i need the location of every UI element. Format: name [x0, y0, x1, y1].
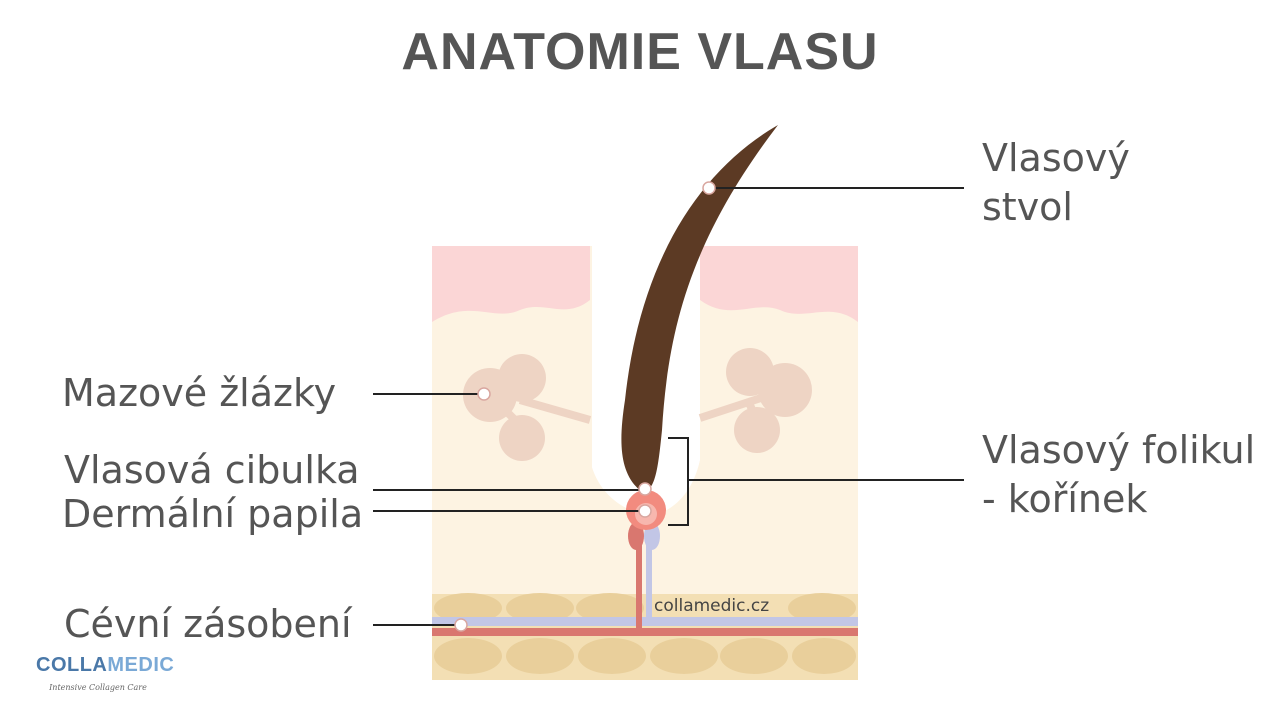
label-bulb: Vlasová cibulka [64, 448, 360, 492]
brand-logo: COLLAMEDIC Intensive Collagen Care [36, 654, 174, 692]
label-follicle-line2: - kořínek [982, 477, 1148, 522]
page-title: ANATOMIE VLASU [401, 23, 879, 81]
logo-tagline: Intensive Collagen Care [49, 683, 147, 692]
watermark-text: collamedic.cz [654, 596, 770, 616]
label-vessels: Cévní zásobení [64, 602, 352, 646]
callout-lines [373, 187, 964, 626]
label-follicle-line1: Vlasový folikul [982, 428, 1256, 472]
label-shaft: Vlasový stvol [982, 134, 1130, 233]
label-glands: Mazové žlázky [62, 371, 337, 415]
epidermis-left [432, 246, 590, 322]
dot-papilla [638, 504, 652, 518]
sebaceous-gland-right [698, 348, 812, 453]
dot-gland [477, 387, 491, 401]
follicle-bracket [668, 437, 689, 526]
label-shaft-line1: Vlasový [982, 136, 1130, 180]
fat-layer [432, 593, 858, 680]
dot-vessels [454, 618, 468, 632]
label-papilla: Dermální papila [62, 492, 364, 536]
callout-dots [454, 181, 716, 632]
epidermis-right [700, 246, 858, 322]
logo-wordmark: COLLAMEDIC [36, 654, 174, 677]
vein-horizontal [432, 617, 858, 626]
logo-part-1: COLLA [36, 654, 108, 676]
artery-vertical [636, 530, 642, 630]
label-shaft-line2: stvol [982, 185, 1073, 230]
label-follicle: Vlasový folikul - kořínek [982, 426, 1255, 525]
logo-part-2: MEDIC [107, 654, 175, 676]
vein-vertical [646, 530, 652, 622]
hair-shaft [621, 125, 778, 492]
dot-shaft [702, 181, 716, 195]
dot-bulb [638, 482, 652, 496]
artery-horizontal [432, 628, 858, 636]
